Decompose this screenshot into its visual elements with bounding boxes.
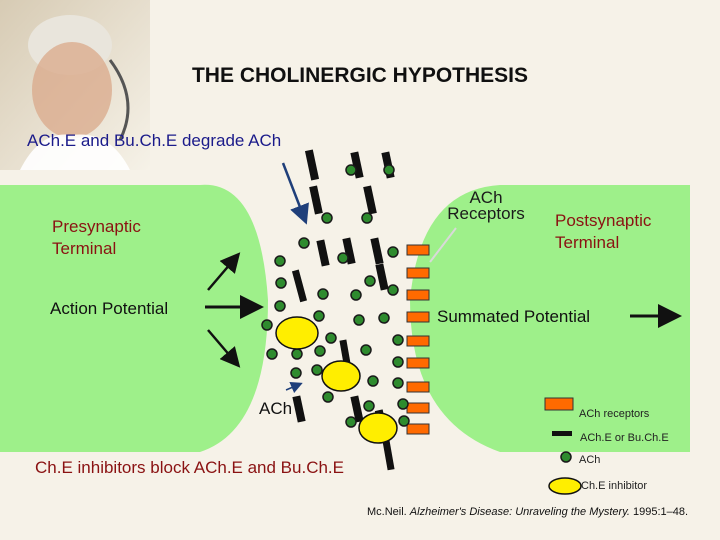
ach-dot	[275, 277, 287, 289]
action-potential-label: Action Potential	[50, 299, 169, 318]
ach-dot	[387, 246, 399, 258]
legend-enzyme-label: ACh.E or Bu.Ch.E	[580, 432, 669, 444]
inhibitor	[321, 339, 361, 392]
receptor	[406, 357, 430, 369]
ach-dot	[274, 300, 286, 312]
postsynaptic-terminal-shape	[410, 185, 690, 452]
legend-ach-label: ACh	[579, 454, 601, 466]
receptors-label: ACh Receptors	[447, 188, 525, 223]
ach-dot	[361, 212, 373, 224]
ach-dot	[392, 334, 404, 346]
ach-dot	[261, 319, 273, 331]
ach-dot	[397, 398, 409, 410]
ach-dot	[387, 284, 399, 296]
ach-dot	[290, 367, 302, 379]
ach-dot	[322, 391, 334, 403]
legend-enzyme-swatch	[552, 431, 572, 436]
ach-pointer-arrow	[285, 382, 303, 394]
spread-down-arrow	[207, 329, 241, 368]
inhibitor-group	[275, 269, 398, 471]
ach-dot	[317, 288, 329, 300]
receptor	[406, 311, 430, 323]
ach-dot	[350, 289, 362, 301]
enzyme	[370, 237, 384, 265]
ach-molecules	[261, 164, 410, 428]
receptor	[406, 335, 430, 347]
ach-dot	[367, 375, 379, 387]
ach-dot	[298, 237, 310, 249]
receptor	[406, 381, 430, 393]
legend-inhibitor-label: Ch.E inhibitor	[581, 480, 648, 492]
ach-dot	[291, 348, 303, 360]
citation-work: Alzheimer's Disease: Unraveling the Myst…	[409, 506, 630, 518]
presynaptic-terminal-shape	[0, 184, 268, 453]
enzyme	[363, 185, 377, 215]
ach-dot	[337, 252, 349, 264]
legend-receptor-swatch	[544, 397, 574, 411]
enzyme	[350, 395, 364, 423]
receptors-pointer-line	[429, 227, 457, 263]
receptor	[406, 244, 430, 256]
receptor	[406, 289, 430, 301]
ach-dot	[266, 348, 278, 360]
ach-dot	[360, 344, 372, 356]
ach-label: ACh	[259, 399, 293, 418]
ach-dot	[345, 164, 357, 176]
ach-dot	[364, 275, 376, 287]
ach-dot	[314, 345, 326, 357]
ach-dot	[325, 332, 337, 344]
receptor-column	[406, 244, 430, 435]
ach-dot	[392, 356, 404, 368]
ach-dot	[392, 377, 404, 389]
inhibitor	[358, 412, 398, 471]
legend-inhibitor-swatch	[548, 477, 582, 495]
ach-dot	[313, 310, 325, 322]
citation-ref: 1995:1–48.	[633, 506, 689, 518]
ach-dot	[383, 164, 395, 176]
enzyme	[316, 239, 330, 267]
enzyme	[350, 151, 364, 179]
receptor	[406, 423, 430, 435]
inhibitors-label: Ch.E inhibitors block ACh.E and Bu.Ch.E	[35, 458, 344, 477]
presynaptic-label: Presynaptic Terminal	[52, 217, 141, 258]
postsynaptic-label: Postsynaptic Terminal	[555, 211, 652, 252]
ach-dot	[363, 400, 375, 412]
citation-author: Mc.Neil.	[367, 506, 407, 518]
enzyme	[304, 149, 320, 181]
ach-dot	[311, 364, 323, 376]
slide-title: THE CHOLINERGIC HYPOTHESIS	[191, 64, 529, 87]
inhibitor	[275, 269, 319, 350]
summated-potential-label: Summated Potential	[437, 307, 591, 326]
enzyme	[375, 263, 389, 291]
citation: Mc.Neil. Alzheimer's Disease: Unraveling…	[367, 506, 688, 518]
ach-dot	[378, 312, 390, 324]
slide-subtitle: ACh.E and Bu.Ch.E degrade ACh	[27, 131, 282, 150]
enzyme	[292, 395, 306, 423]
ach-dot	[398, 415, 410, 427]
enzyme-pointer-arrow	[281, 162, 309, 225]
receptor	[406, 267, 430, 279]
ach-dot	[274, 255, 286, 267]
legend-receptors-label: ACh receptors	[579, 408, 650, 420]
legend-ach-swatch	[560, 451, 572, 463]
ach-dot	[321, 212, 333, 224]
doctor-portrait-image	[0, 0, 150, 170]
receptor	[406, 402, 430, 414]
enzyme	[342, 237, 356, 265]
enzyme	[309, 185, 323, 215]
spread-up-arrow	[207, 252, 241, 291]
ach-dot	[353, 314, 365, 326]
ach-dot	[345, 416, 357, 428]
